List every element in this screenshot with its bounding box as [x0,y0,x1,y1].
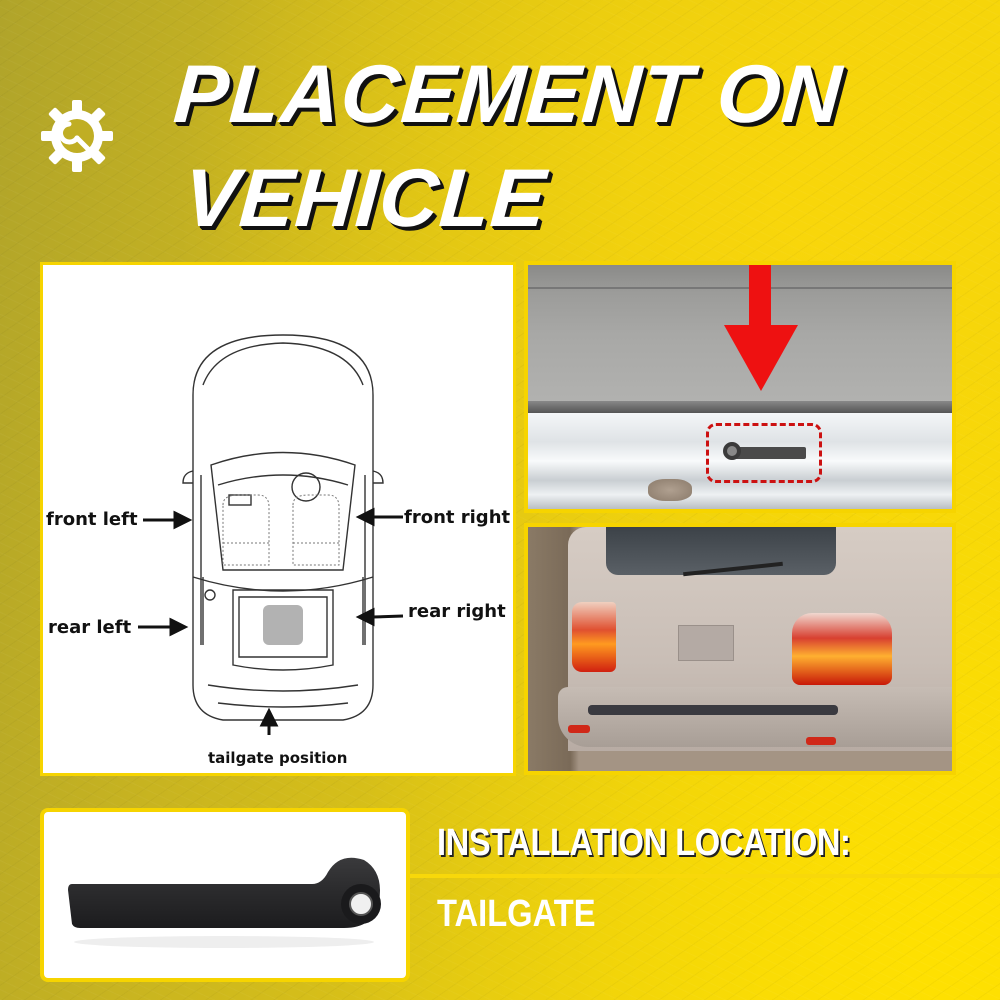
label-rear-right: rear right [408,601,506,622]
installed-handle [726,447,806,459]
rear-bumper [558,687,952,747]
red-arrow-down-icon [724,265,798,391]
label-front-left: front left [46,509,138,530]
rear-window [606,527,836,575]
highlight-dashed-box [706,423,822,483]
car-diagram-panel: front left front right rear left rear ri… [40,262,516,776]
product-image-panel [40,808,410,982]
license-plate-area [678,625,734,661]
label-tailgate-position: tailgate position [208,749,348,767]
header: PLACEMENT ON VEHICLE [36,49,976,244]
label-front-right: front right [404,507,511,528]
installation-location-heading: INSTALLATION LOCATION: [437,822,851,864]
page-title-line-1: PLACEMENT ON [170,49,846,140]
gear-wrench-icon [41,100,113,172]
car-top-view-illustration [138,334,404,735]
tailgate-handle-product-image [68,857,381,948]
tailgate-closeup-photo [524,261,956,513]
suv-rear-photo [524,523,956,775]
tail-light-right [792,613,892,685]
divider-line [410,874,1000,878]
label-rear-left: rear left [48,617,132,638]
installation-location-value: TAILGATE [437,893,596,935]
tail-light-left [572,602,616,672]
page-title-line-2: VEHICLE [180,153,550,244]
